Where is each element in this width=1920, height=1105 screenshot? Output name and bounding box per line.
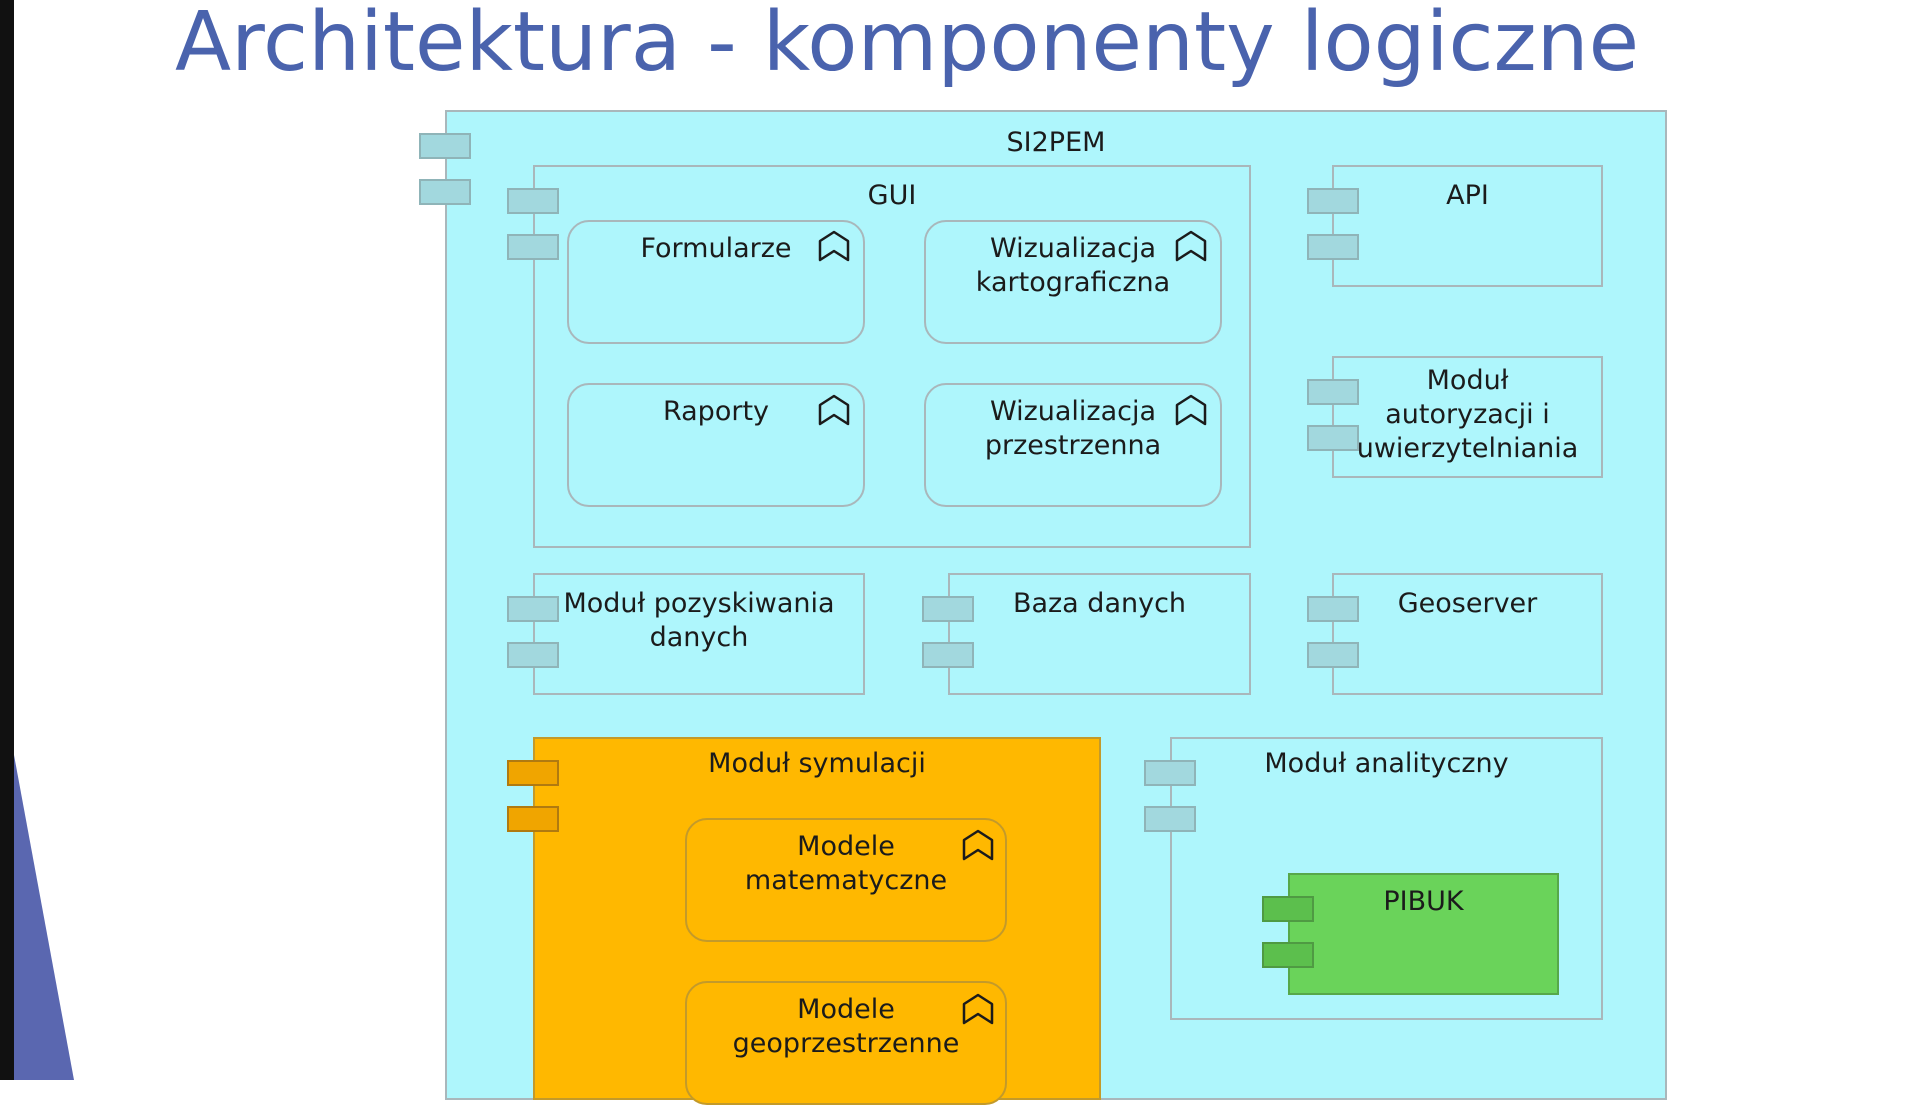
function-label: Formularze	[640, 233, 792, 264]
function-modele-geoprzestrzenne: Modele geoprzestrzenne	[685, 981, 1007, 1105]
api-component: API	[1332, 165, 1603, 287]
function-chevron-icon	[818, 394, 850, 426]
si2pem-port-icon	[419, 133, 471, 159]
analytics-port-icon	[1144, 760, 1196, 786]
function-chevron-icon	[1175, 394, 1207, 426]
auth-module-component: Moduł autoryzacji i uwierzytelniania	[1332, 356, 1603, 478]
auth-module-port-icon	[1307, 379, 1359, 405]
api-port-icon	[1307, 188, 1359, 214]
gui-label: GUI	[867, 180, 917, 211]
simulation-port-icon	[507, 806, 559, 832]
data-acquisition-port-icon	[507, 596, 559, 622]
slide-title: Architektura - komponenty logiczne	[175, 0, 1640, 90]
analytics-module-label: Moduł analityczny	[1264, 748, 1509, 779]
data-acquisition-port-icon	[507, 642, 559, 668]
database-label: Baza danych	[1012, 588, 1187, 619]
database-port-icon	[922, 642, 974, 668]
geoserver-port-icon	[1307, 642, 1359, 668]
function-label: Modele matematyczne	[744, 831, 948, 896]
function-label: Raporty	[662, 396, 770, 427]
function-label: Wizualizacja przestrzenna	[984, 396, 1162, 461]
slide-decoration-wedge	[14, 755, 74, 1080]
database-port-icon	[922, 596, 974, 622]
api-label: API	[1446, 180, 1489, 211]
api-port-icon	[1307, 234, 1359, 260]
simulation-port-icon	[507, 760, 559, 786]
geoserver-port-icon	[1307, 596, 1359, 622]
data-acquisition-module-label: Moduł pozyskiwania danych	[563, 588, 835, 653]
gui-port-icon	[507, 234, 559, 260]
analytics-port-icon	[1144, 806, 1196, 832]
auth-module-port-icon	[1307, 425, 1359, 451]
function-chevron-icon	[818, 230, 850, 262]
pibuk-label: PIBUK	[1383, 886, 1464, 917]
simulation-module-label: Moduł symulacji	[708, 748, 926, 779]
pibuk-component: PIBUK	[1288, 873, 1559, 995]
si2pem-port-icon	[419, 179, 471, 205]
function-formularze: Formularze	[567, 220, 865, 344]
pibuk-port-icon	[1262, 896, 1314, 922]
function-wizualizacja-kartograficzna: Wizualizacja kartograficzna	[924, 220, 1222, 344]
function-wizualizacja-przestrzenna: Wizualizacja przestrzenna	[924, 383, 1222, 507]
database-component: Baza danych	[948, 573, 1251, 695]
function-chevron-icon	[1175, 230, 1207, 262]
function-label: Modele geoprzestrzenne	[732, 994, 960, 1059]
data-acquisition-module-component: Moduł pozyskiwania danych	[533, 573, 865, 695]
auth-module-label: Moduł autoryzacji i uwierzytelniania	[1356, 365, 1579, 464]
function-label: Wizualizacja kartograficzna	[975, 233, 1171, 298]
function-chevron-icon	[962, 993, 994, 1025]
si2pem-label: SI2PEM	[1006, 127, 1106, 158]
geoserver-label: Geoserver	[1397, 588, 1538, 619]
function-chevron-icon	[962, 829, 994, 861]
function-raporty: Raporty	[567, 383, 865, 507]
pibuk-port-icon	[1262, 942, 1314, 968]
geoserver-component: Geoserver	[1332, 573, 1603, 695]
function-modele-matematyczne: Modele matematyczne	[685, 818, 1007, 942]
gui-port-icon	[507, 188, 559, 214]
slide-left-bar	[0, 0, 14, 1080]
